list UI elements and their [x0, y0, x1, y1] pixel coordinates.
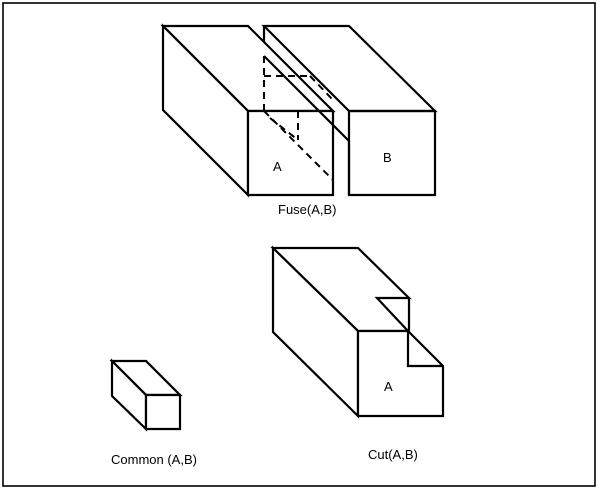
common-caption: Common (A,B): [111, 452, 197, 467]
cut-figure: A Cut(A,B): [270, 245, 445, 462]
common-front-face: [144, 393, 182, 431]
box-a-front-face: [246, 109, 335, 197]
cut-caption: Cut(A,B): [368, 447, 418, 462]
fuse-label-b: B: [383, 150, 392, 165]
fuse-caption: Fuse(A,B): [278, 202, 337, 217]
box-a: [160, 23, 351, 198]
box-b-visible-diagonal: [263, 55, 350, 142]
cut-label-a: A: [384, 379, 393, 394]
hidden-edge: [309, 75, 334, 101]
common-figure: Common (A,B): [109, 358, 197, 467]
fuse-figure: A B Fuse(A,B): [160, 23, 438, 217]
hidden-edge: [269, 117, 299, 141]
cut-notch-floor-edge: [407, 330, 444, 367]
hidden-edge: [263, 110, 334, 181]
hidden-edges: [263, 56, 334, 185]
fuse-label-a: A: [273, 159, 282, 174]
